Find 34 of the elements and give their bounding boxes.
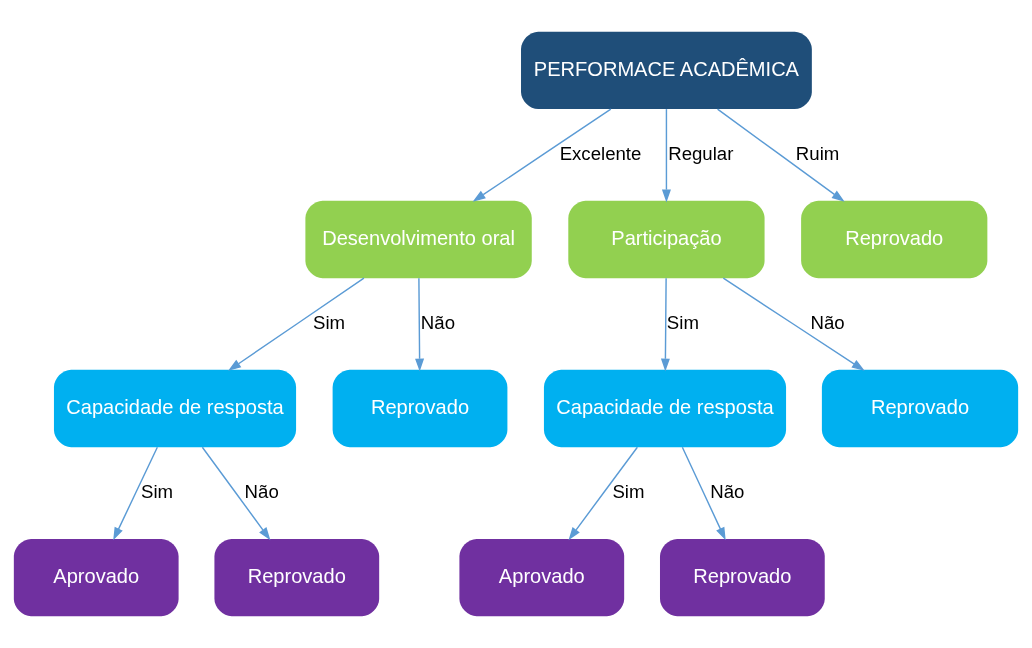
- node-box: Participação: [568, 200, 765, 279]
- node-box: Reprovado: [801, 200, 988, 279]
- node-box: Aprovado: [459, 538, 625, 617]
- node-box: Reprovado: [660, 538, 825, 617]
- edge-label: Sim: [612, 480, 645, 502]
- arrow: [660, 277, 670, 372]
- edge-label: Sim: [141, 480, 174, 502]
- arrow: [113, 446, 159, 541]
- edge-label: Ruim: [795, 142, 840, 164]
- arrow: [661, 108, 671, 203]
- edge-label: Sim: [666, 311, 699, 333]
- arrow: [681, 446, 726, 541]
- node-box: Capacidade de resposta: [53, 369, 297, 448]
- arrow: [472, 108, 612, 202]
- edge-label: Excelente: [559, 142, 642, 164]
- arrow: [201, 446, 271, 541]
- edge-label: Não: [244, 480, 279, 502]
- node-box: PERFORMACE ACADÊMICA: [521, 31, 812, 110]
- edge-label: Regular: [668, 142, 734, 164]
- node-box: Reprovado: [821, 369, 1019, 448]
- node-box: Desenvolvimento oral: [305, 200, 532, 279]
- node-box: Reprovado: [332, 369, 508, 448]
- edge-label: Não: [420, 311, 455, 333]
- node-box: Aprovado: [13, 538, 179, 617]
- arrow: [568, 446, 639, 541]
- edge-label: Não: [710, 480, 745, 502]
- arrow: [722, 277, 865, 371]
- arrow: [415, 277, 425, 372]
- edge-label: Não: [810, 311, 845, 333]
- arrow: [716, 108, 845, 202]
- arrow: [228, 277, 365, 371]
- node-box: Reprovado: [214, 538, 380, 617]
- edge-label: Sim: [313, 311, 346, 333]
- node-box: Capacidade de resposta: [543, 369, 787, 448]
